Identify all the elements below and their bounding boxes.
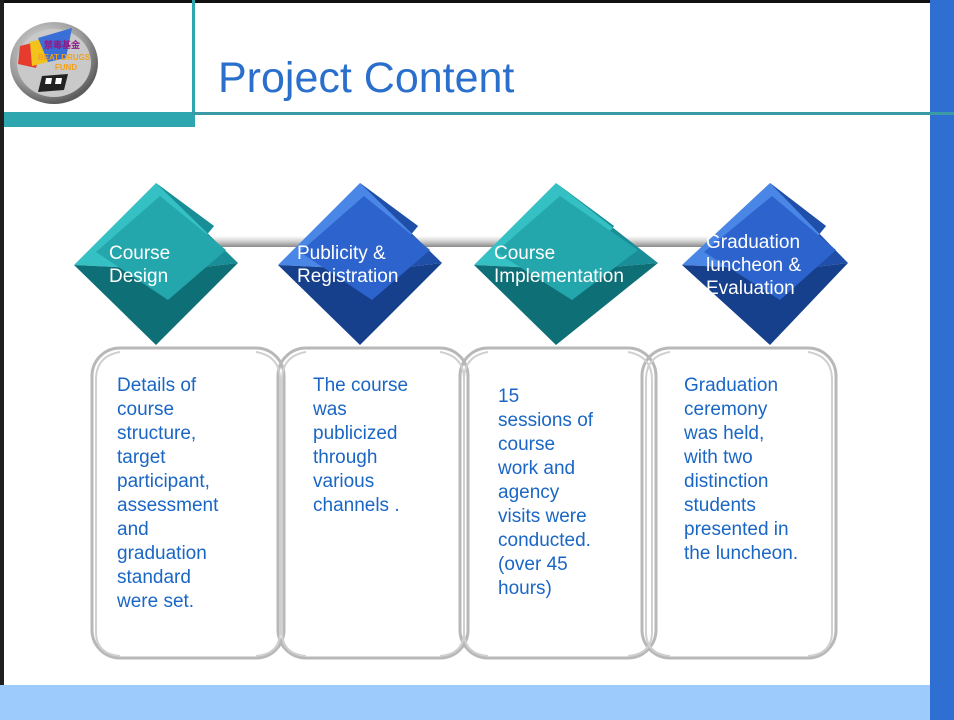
step-description: The course was publicized through variou…	[313, 375, 409, 516]
description-box	[640, 346, 838, 660]
title-divider	[192, 0, 195, 127]
step-description: 15 sessions of course work and agency vi…	[498, 386, 594, 599]
step-cube-course-implementation	[474, 183, 658, 345]
svg-text:BEAT DRUGS: BEAT DRUGS	[38, 53, 91, 62]
step-label: Course Design	[109, 243, 171, 287]
left-border	[0, 0, 4, 720]
top-border	[0, 0, 954, 3]
step-cube-graduation-evaluation	[682, 183, 848, 345]
right-accent-bar	[930, 0, 954, 720]
bracket-curve	[463, 351, 489, 657]
step-description: Graduation ceremony was held, with two d…	[684, 375, 799, 564]
description-box	[276, 346, 470, 660]
step-description: Details of course structure, target part…	[117, 375, 219, 612]
bracket-curve	[807, 351, 833, 657]
bracket-curve	[255, 351, 281, 657]
step-label: Course Implementation	[494, 243, 624, 287]
step-label: Graduation luncheon & Evaluation	[706, 232, 802, 299]
svg-text:FUND: FUND	[55, 63, 77, 72]
step-label: Publicity & Registration	[297, 243, 399, 287]
bracket-curve	[281, 351, 307, 657]
svg-text:禁毒基金: 禁毒基金	[44, 39, 81, 50]
connector-rod	[615, 236, 715, 247]
connector-rod	[405, 236, 505, 247]
description-box	[458, 346, 658, 660]
title-underline	[192, 112, 954, 115]
bracket-curve	[627, 351, 653, 657]
page-title: Project Content	[218, 54, 515, 102]
bracket-curve	[95, 351, 121, 657]
footer-bar	[0, 685, 930, 720]
description-box	[90, 346, 286, 660]
step-cube-publicity-registration	[278, 183, 442, 345]
beat-drugs-fund-logo: 禁毒基金 BEAT DRUGS FUND	[10, 22, 98, 104]
logo-underline-strip	[4, 112, 192, 127]
step-cube-course-design	[74, 183, 238, 345]
bracket-curve	[645, 351, 671, 657]
connector-rod	[200, 236, 310, 247]
